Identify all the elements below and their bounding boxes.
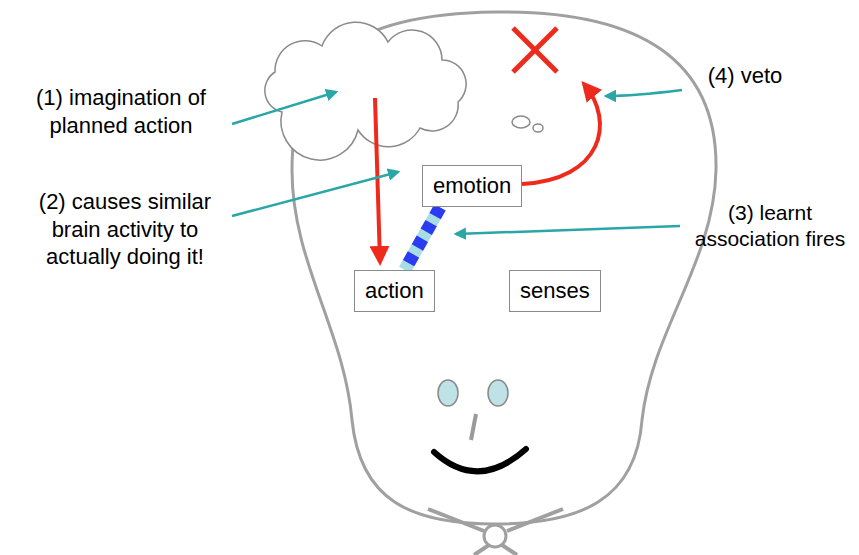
callout-label: (4) veto xyxy=(690,62,800,90)
body-arm xyxy=(507,509,563,531)
callout-arrow xyxy=(232,172,398,216)
callout-label: (3) learnt association fires xyxy=(684,200,856,253)
thought-bubble xyxy=(512,116,530,128)
veto-cross xyxy=(513,28,557,72)
body-arm xyxy=(428,509,484,531)
callout-arrow xyxy=(606,90,682,96)
brain-area-box: action xyxy=(354,270,435,312)
association-stripes xyxy=(405,207,440,270)
body-leg xyxy=(502,545,517,555)
callout-arrow xyxy=(232,92,336,124)
body-leg xyxy=(474,545,489,555)
nose xyxy=(471,414,476,440)
thought-bubble xyxy=(533,124,543,132)
imagination-arrow xyxy=(375,98,380,262)
box-label: senses xyxy=(520,278,590,304)
brain-area-box: emotion xyxy=(422,165,522,207)
veto-arrow xyxy=(522,84,600,184)
veto-cross xyxy=(513,28,557,72)
callout-arrow xyxy=(456,226,680,234)
body-neck xyxy=(484,525,506,547)
eye xyxy=(488,380,508,406)
eye xyxy=(438,380,458,406)
association-link xyxy=(405,207,440,270)
association-band xyxy=(405,207,440,270)
box-label: emotion xyxy=(433,173,511,199)
thought-cloud xyxy=(265,22,466,160)
connector-layer xyxy=(405,207,440,270)
callout-label: (2) causes similar brain activity to act… xyxy=(22,188,228,271)
brain-area-box: senses xyxy=(509,270,601,312)
callout-label: (1) imagination of planned action xyxy=(10,84,232,139)
box-label: action xyxy=(365,278,424,304)
smile xyxy=(434,449,526,471)
